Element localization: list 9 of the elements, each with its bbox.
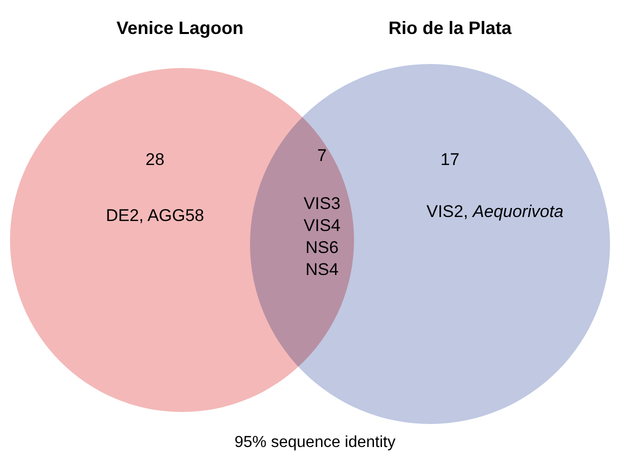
set-title: Venice Lagoon	[116, 18, 244, 39]
set-title: Rio de la Plata	[388, 18, 512, 39]
set-members: VIS2, Aequorivota	[426, 202, 564, 222]
count-label: 17	[440, 150, 460, 170]
caption: 95% sequence identity	[234, 434, 396, 452]
set-members: DE2, AGG58	[106, 206, 204, 226]
set-members: VIS3 VIS4 NS6 NS4	[302, 193, 342, 281]
count-label: 7	[317, 146, 327, 166]
count-label: 28	[146, 150, 164, 170]
